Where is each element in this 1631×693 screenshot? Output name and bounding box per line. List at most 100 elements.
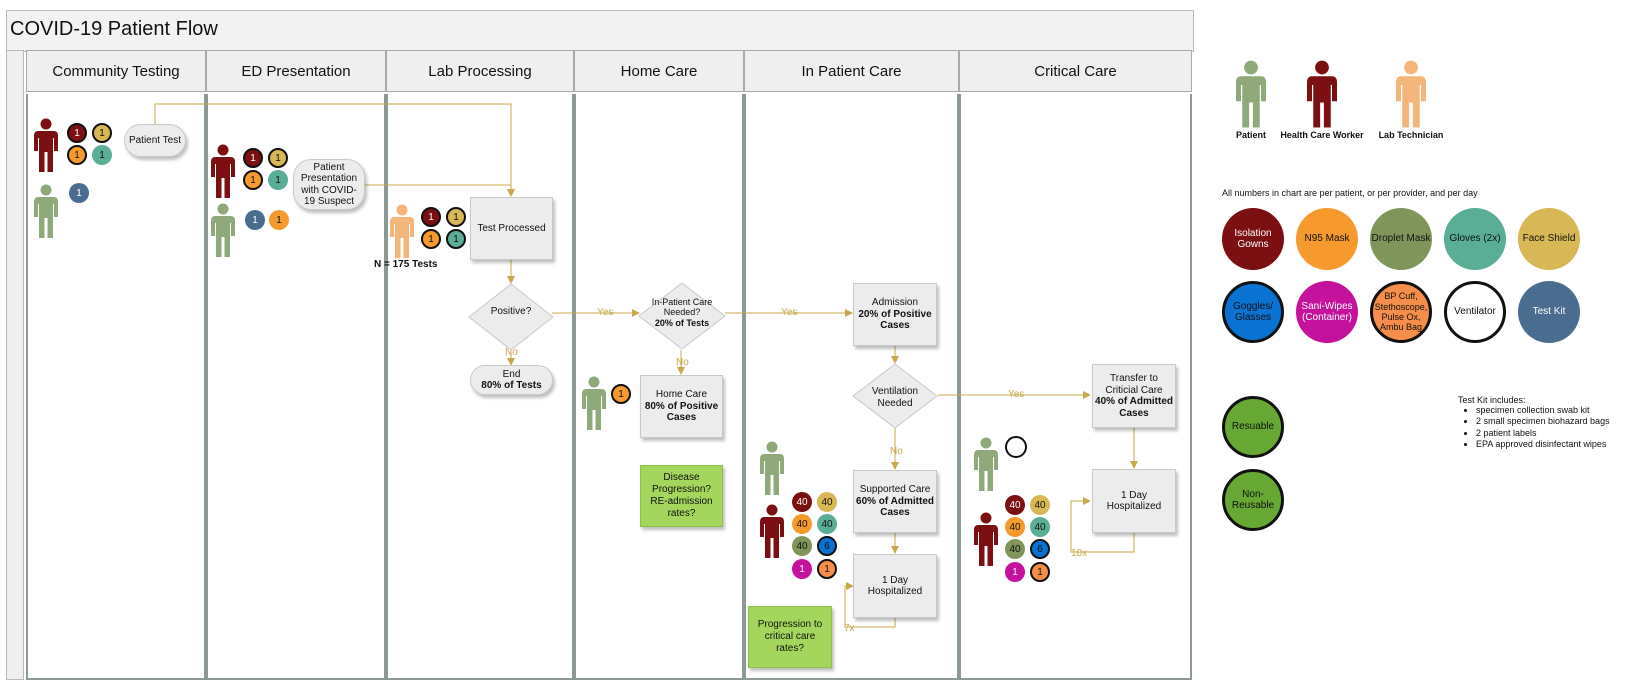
node-percentage: 20% of Tests	[654, 317, 710, 328]
gloves-count: 1	[268, 170, 288, 190]
title-bar	[6, 10, 1194, 52]
health-care-worker-icon	[972, 512, 1000, 568]
n-tests-label: N = 175 Tests	[374, 259, 438, 270]
isolation-gowns-count: 1	[243, 148, 263, 168]
patient-icon	[972, 437, 1000, 493]
one-day-hospitalized-critical-node: 1 Day Hospitalized	[1092, 469, 1176, 533]
goggles-count: 6	[1030, 539, 1050, 559]
legend-goggles: Goggles/ Glasses	[1222, 281, 1284, 343]
inpatient-needed-label: In-Patient Care Needed? 20% of Tests	[643, 297, 721, 328]
lane-header-lab-processing: Lab Processing	[386, 50, 574, 92]
legend-droplet-mask: Droplet Mask	[1370, 208, 1432, 270]
node-percentage: 80% of Positive Cases	[644, 400, 719, 424]
one-day-hospitalized-node: 1 Day Hospitalized	[853, 554, 937, 618]
lane-header-home-care: Home Care	[574, 50, 744, 92]
node-percentage: 60% of Admitted Cases	[856, 495, 934, 519]
edge-label-no: No	[890, 446, 903, 457]
legend-gloves: Gloves (2x)	[1444, 208, 1506, 270]
legend-note: All numbers in chart are per patient, or…	[1222, 188, 1478, 198]
legend-test-kit: Test Kit	[1518, 281, 1580, 343]
n95-mask-count: 1	[611, 384, 631, 404]
face-shield-count: 1	[268, 148, 288, 168]
legend-ventilator: Ventilator	[1444, 281, 1506, 343]
node-label: Home Care	[655, 389, 708, 401]
connector-test-to-lab	[154, 103, 515, 197]
test-kit-list: specimen collection swab kit 2 small spe…	[1458, 405, 1610, 450]
droplet-mask-count: 40	[792, 536, 812, 556]
test-kit-title: Test Kit includes:	[1458, 395, 1526, 405]
legend-lab-technician-label: Lab Technician	[1378, 130, 1444, 140]
node-label: Patient Test	[128, 134, 182, 146]
isolation-gowns-count: 40	[792, 492, 812, 512]
lane-header-critical-care: Critical Care	[959, 50, 1192, 92]
edge-label-no: No	[505, 347, 518, 358]
health-care-worker-icon	[32, 118, 60, 174]
patient-icon	[32, 184, 60, 240]
bp-cuff-count: 1	[817, 559, 837, 579]
lane-header-community-testing: Community Testing	[26, 50, 206, 92]
end-node: End 80% of Tests	[470, 365, 553, 395]
edge-label-yes: Yes	[597, 307, 614, 318]
n95-mask-count: 1	[67, 145, 87, 165]
connector-loop-7x	[844, 582, 896, 628]
legend-patient-label: Patient	[1235, 130, 1266, 140]
edge-label-10x: 10x	[1071, 548, 1088, 559]
health-care-worker-icon	[758, 504, 786, 560]
test-kit-info: Test Kit includes: specimen collection s…	[1458, 395, 1610, 450]
face-shield-count: 1	[446, 207, 466, 227]
droplet-mask-count: 40	[1005, 539, 1025, 559]
isolation-gowns-count: 1	[421, 207, 441, 227]
patient-icon	[1232, 60, 1270, 130]
legend-hcw-label: Health Care Worker	[1280, 130, 1364, 140]
ventilation-label: Ventilation Needed	[871, 386, 919, 409]
face-shield-count: 40	[817, 492, 837, 512]
node-label: Supported Care	[859, 484, 931, 496]
face-shield-count: 40	[1030, 495, 1050, 515]
node-label: Transfer to Criticial Care	[1105, 373, 1163, 396]
sani-wipes-count: 1	[1005, 562, 1025, 582]
progression-critical-note: Progression to critical care rates?	[748, 606, 832, 668]
legend-n95-mask: N95 Mask	[1296, 208, 1358, 270]
test-kit-item: EPA approved disinfectant wipes	[1476, 439, 1610, 450]
patient-icon	[580, 376, 608, 432]
diagram-title: COVID-19 Patient Flow	[10, 18, 218, 40]
diamond-shape	[468, 283, 554, 351]
n95-mask-count: 1	[421, 229, 441, 249]
test-processed-node: Test Processed	[470, 197, 553, 260]
gloves-count: 1	[446, 229, 466, 249]
patient-test-node: Patient Test	[124, 124, 186, 157]
node-percentage: 40% of Admitted Cases	[1095, 396, 1173, 419]
lane-gutter	[6, 50, 24, 680]
supported-care-node: Supported Care 60% of Admitted Cases	[853, 470, 937, 533]
patient-icon	[209, 203, 237, 259]
face-shield-count: 1	[92, 123, 112, 143]
n95-mask-count: 1	[243, 170, 263, 190]
node-label: End	[502, 368, 521, 380]
diamond-shape	[852, 363, 938, 429]
test-kit-item: 2 small specimen biohazard bags	[1476, 416, 1610, 427]
admission-node: Admission 20% of Positive Cases	[853, 283, 937, 346]
edge-label-yes: Yes	[781, 307, 798, 318]
edge-label-yes: Yes	[1008, 389, 1025, 400]
lane-header-in-patient-care: In Patient Care	[744, 50, 959, 92]
gloves-count: 1	[92, 145, 112, 165]
bp-cuff-count: 1	[1030, 562, 1050, 582]
isolation-gowns-count: 1	[67, 123, 87, 143]
edge-label-no: No	[676, 357, 689, 368]
diamond-shape	[638, 282, 726, 350]
gloves-count: 40	[1030, 517, 1050, 537]
sani-wipes-count: 1	[792, 559, 812, 579]
patient-icon	[758, 441, 786, 497]
test-kit-count: 1	[245, 210, 265, 230]
test-kit-item: 2 patient labels	[1476, 428, 1610, 439]
disease-progression-note: Disease Progression? RE-admission rates?	[640, 465, 723, 527]
connector-loop-10x	[1070, 497, 1135, 553]
lane-community-testing	[26, 94, 206, 680]
node-percentage: 80% of Tests	[481, 380, 542, 391]
lab-technician-icon	[1392, 60, 1430, 130]
node-label: Patient Presentation with COVID-19 Suspe…	[300, 161, 358, 208]
n95-mask-count: 1	[269, 210, 289, 230]
edge-label-7x: 7x	[844, 623, 855, 634]
node-label: Admission	[871, 297, 919, 309]
